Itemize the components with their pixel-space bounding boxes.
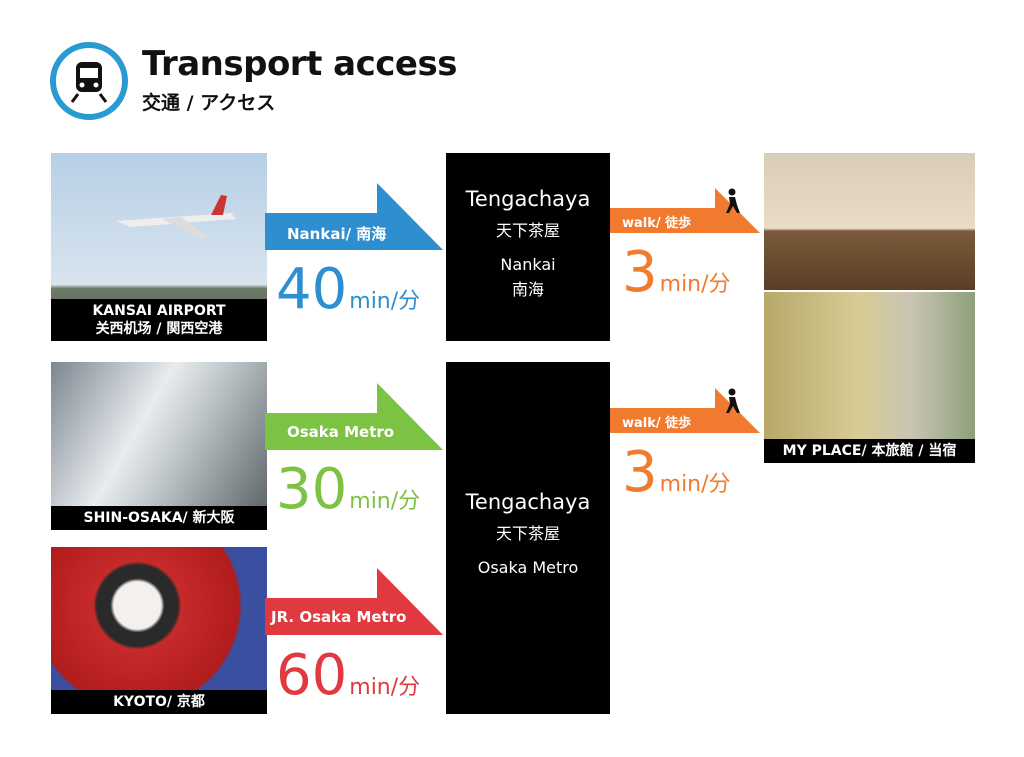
nankai-duration: 40min/分 — [276, 257, 421, 322]
station-tengachaya-osaka-metro: Tengachaya 天下茶屋 Osaka Metro — [446, 362, 610, 714]
osaka-metro-route-arrow: Osaka Metro — [265, 383, 445, 451]
walk-arrow-1: walk/ 徒歩 — [610, 186, 762, 234]
nankai-route-arrow: Nankai/ 南海 — [265, 183, 445, 251]
walking-person-icon — [726, 188, 740, 213]
my-place-photo: MY PLACE/ 本旅館 / 当宿 — [764, 153, 975, 463]
my-place-caption: MY PLACE/ 本旅館 / 当宿 — [764, 439, 975, 463]
station-tengachaya-nankai: Tengachaya 天下茶屋 Nankai 南海 — [446, 153, 610, 341]
shin-osaka-photo: SHIN-OSAKA/ 新大阪 — [51, 362, 267, 530]
walk-duration-2: 3min/分 — [622, 440, 731, 505]
walk-arrow-2: walk/ 徒歩 — [610, 386, 762, 434]
jr-osaka-metro-duration: 60min/分 — [276, 643, 421, 708]
walk-duration-1: 3min/分 — [622, 240, 731, 305]
train-icon — [50, 42, 128, 120]
shin-osaka-caption: SHIN-OSAKA/ 新大阪 — [51, 506, 267, 530]
walking-person-icon — [726, 388, 740, 413]
kyoto-caption: KYOTO/ 京都 — [51, 690, 267, 714]
kyoto-photo: KYOTO/ 京都 — [51, 547, 267, 714]
page-subtitle: 交通 / アクセス — [142, 92, 276, 114]
osaka-metro-duration: 30min/分 — [276, 457, 421, 522]
jr-osaka-metro-route-arrow: JR. Osaka Metro — [265, 568, 445, 636]
page-title: Transport access — [142, 44, 457, 84]
